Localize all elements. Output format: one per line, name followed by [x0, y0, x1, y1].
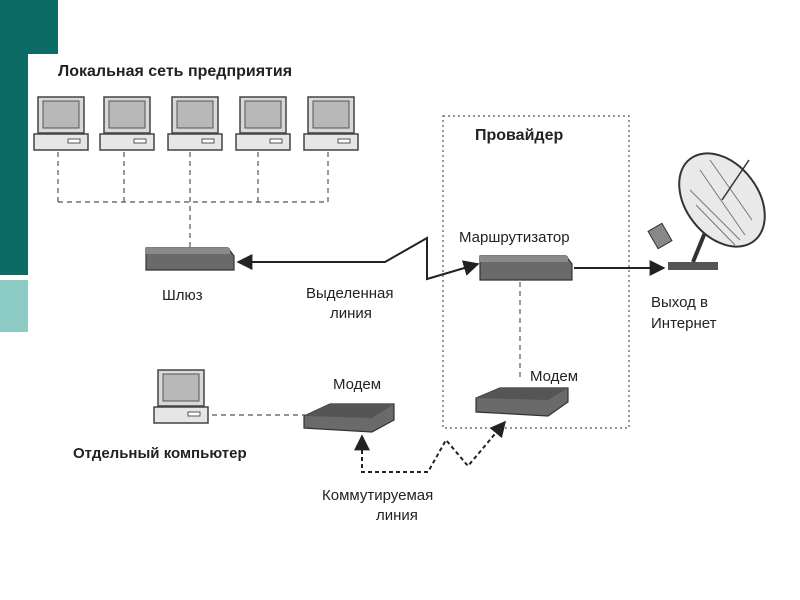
- modem-right-label: Модем: [530, 368, 578, 385]
- dialup-label-2: линия: [376, 507, 418, 524]
- leased-line-label-1: Выделенная: [306, 285, 394, 302]
- gateway-device: [145, 247, 235, 271]
- standalone-computer: [153, 369, 209, 424]
- lan-title: Локальная сеть предприятия: [58, 63, 292, 80]
- internet-label-2: Интернет: [651, 315, 717, 332]
- standalone-pc-label: Отдельный компьютер: [73, 445, 247, 462]
- provider-title: Провайдер: [475, 127, 563, 144]
- modem-right-device: [475, 387, 569, 417]
- lan-computer-4: [235, 96, 291, 151]
- gateway-label: Шлюз: [162, 287, 203, 304]
- lan-computer-3: [167, 96, 223, 151]
- router-device: [479, 255, 573, 281]
- router-label: Маршрутизатор: [459, 229, 570, 246]
- modem-left-label: Модем: [333, 376, 381, 393]
- accent-bar-top: [28, 0, 58, 54]
- lan-computer-2: [99, 96, 155, 151]
- internet-label-1: Выход в: [651, 294, 708, 311]
- provider-box: [442, 115, 630, 429]
- dialup-line: [354, 420, 507, 473]
- accent-bar-light: [0, 280, 28, 332]
- satellite-dish-icon: [647, 152, 766, 270]
- leased-line-label-2: линия: [330, 305, 372, 322]
- modem-left-device: [303, 403, 395, 433]
- lan-bus: [57, 152, 329, 248]
- leased-line: [236, 236, 480, 281]
- lan-computer-5: [303, 96, 359, 151]
- accent-bar-dark: [0, 0, 28, 275]
- dialup-label-1: Коммутируемая: [322, 487, 433, 504]
- lan-computer-1: [33, 96, 89, 151]
